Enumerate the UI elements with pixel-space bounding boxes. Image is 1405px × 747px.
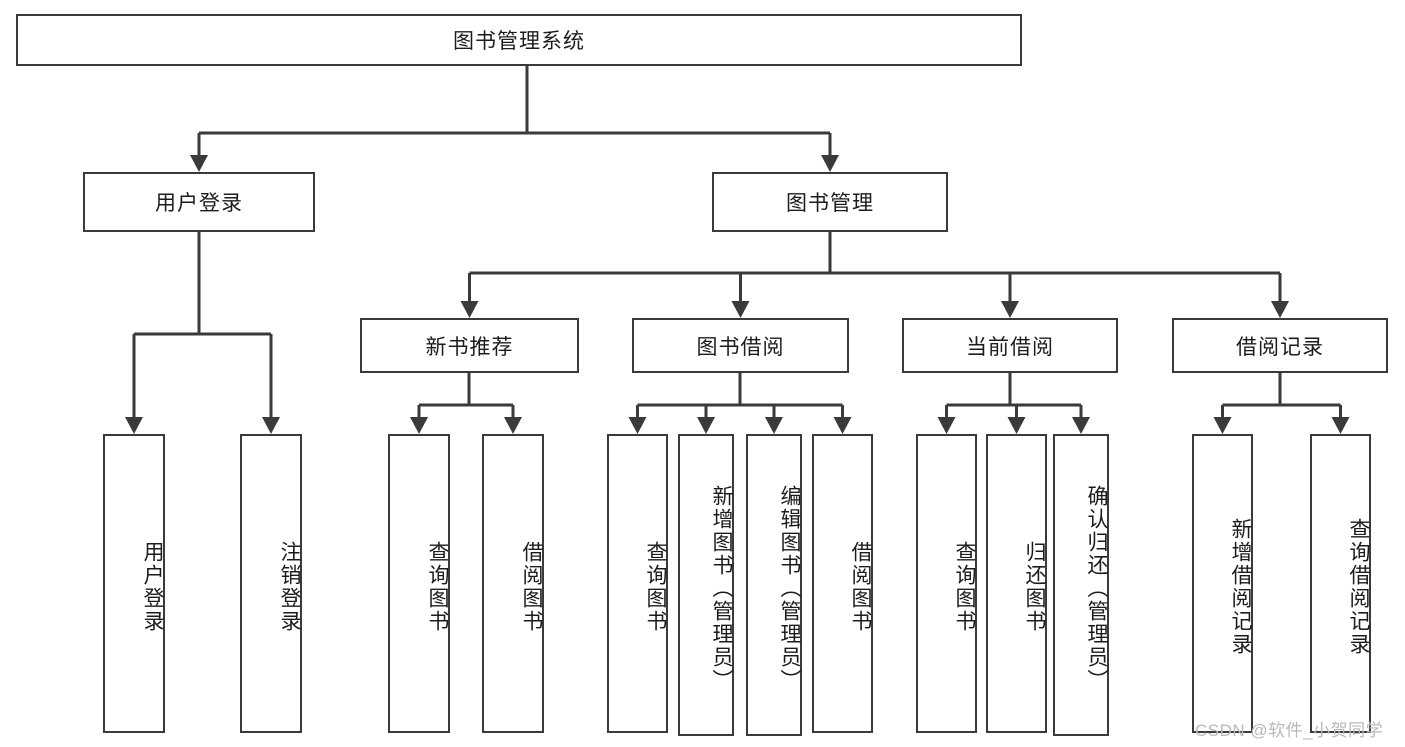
- arrowhead-record: [1271, 301, 1289, 318]
- arrowhead-borrow-3: [765, 417, 783, 434]
- node-label: 确认归还（管理员）: [1085, 484, 1108, 692]
- node-label: 图书管理系统: [453, 30, 585, 53]
- node-label: 查询借阅记录: [1347, 517, 1370, 656]
- node-label: 新增图书（管理员）: [710, 484, 733, 692]
- arrowhead-current-2: [1007, 417, 1026, 434]
- node-label: 新增借阅记录: [1229, 517, 1252, 656]
- node-label: 借阅图书: [849, 540, 872, 633]
- arrowhead-newbook-1: [410, 417, 428, 434]
- node-label: 借阅图书: [520, 540, 543, 633]
- watermark-text: CSDN @软件_小贺同学: [1195, 721, 1384, 740]
- node-label: 当前借阅: [966, 335, 1054, 359]
- node-borrow[interactable]: 图书借阅: [632, 318, 849, 373]
- node-borrow-4[interactable]: 借阅图书: [812, 434, 873, 733]
- node-record[interactable]: 借阅记录: [1172, 318, 1388, 373]
- node-label: 新书推荐: [425, 335, 514, 359]
- node-borrow-1[interactable]: 查询图书: [607, 434, 668, 733]
- arrowhead-record-2: [1331, 417, 1350, 434]
- node-record-1[interactable]: 新增借阅记录: [1192, 434, 1253, 733]
- arrowhead-newbook: [460, 301, 479, 318]
- node-label: 借阅记录: [1236, 335, 1324, 359]
- node-bookmgmt[interactable]: 图书管理: [712, 172, 948, 232]
- node-label: 图书管理: [786, 192, 874, 215]
- arrowhead-borrow: [731, 301, 750, 318]
- arrowhead-login-2: [262, 417, 280, 434]
- node-label: 查询图书: [426, 540, 449, 633]
- node-label: 查询图书: [644, 540, 667, 633]
- node-label: 编辑图书（管理员）: [778, 484, 801, 692]
- node-label: 注销登录: [278, 540, 301, 633]
- arrowhead-borrow-2: [697, 417, 715, 434]
- node-newbook-2[interactable]: 借阅图书: [482, 434, 544, 733]
- node-root[interactable]: 图书管理系统: [16, 14, 1022, 66]
- node-current[interactable]: 当前借阅: [902, 318, 1118, 373]
- arrowhead-bookmgmt: [821, 155, 839, 172]
- arrowhead-newbook-2: [504, 417, 522, 434]
- node-record-2[interactable]: 查询借阅记录: [1310, 434, 1371, 733]
- node-label: 用户登录: [155, 192, 243, 215]
- arrowhead-borrow-1: [628, 417, 647, 434]
- node-label: 图书借阅: [696, 335, 785, 359]
- arrowhead-login-1: [125, 417, 143, 434]
- node-label: 归还图书: [1023, 540, 1046, 633]
- node-label: 查询图书: [953, 540, 976, 633]
- node-newbook[interactable]: 新书推荐: [360, 318, 579, 373]
- node-login-1[interactable]: 用户登录: [103, 434, 165, 733]
- node-label: 用户登录: [141, 540, 164, 633]
- node-current-1[interactable]: 查询图书: [916, 434, 977, 733]
- arrowhead-login: [190, 155, 208, 172]
- node-newbook-1[interactable]: 查询图书: [388, 434, 450, 733]
- arrowhead-borrow-4: [833, 417, 852, 434]
- node-borrow-2[interactable]: 新增图书（管理员）: [678, 434, 734, 736]
- node-current-3[interactable]: 确认归还（管理员）: [1053, 434, 1109, 736]
- arrowhead-current: [1001, 301, 1019, 318]
- node-borrow-3[interactable]: 编辑图书（管理员）: [746, 434, 802, 736]
- arrowhead-record-1: [1213, 417, 1232, 434]
- arrowhead-current-1: [937, 417, 956, 434]
- node-login-2[interactable]: 注销登录: [240, 434, 302, 733]
- node-login[interactable]: 用户登录: [83, 172, 315, 232]
- node-current-2[interactable]: 归还图书: [986, 434, 1047, 733]
- arrowhead-current-3: [1072, 417, 1090, 434]
